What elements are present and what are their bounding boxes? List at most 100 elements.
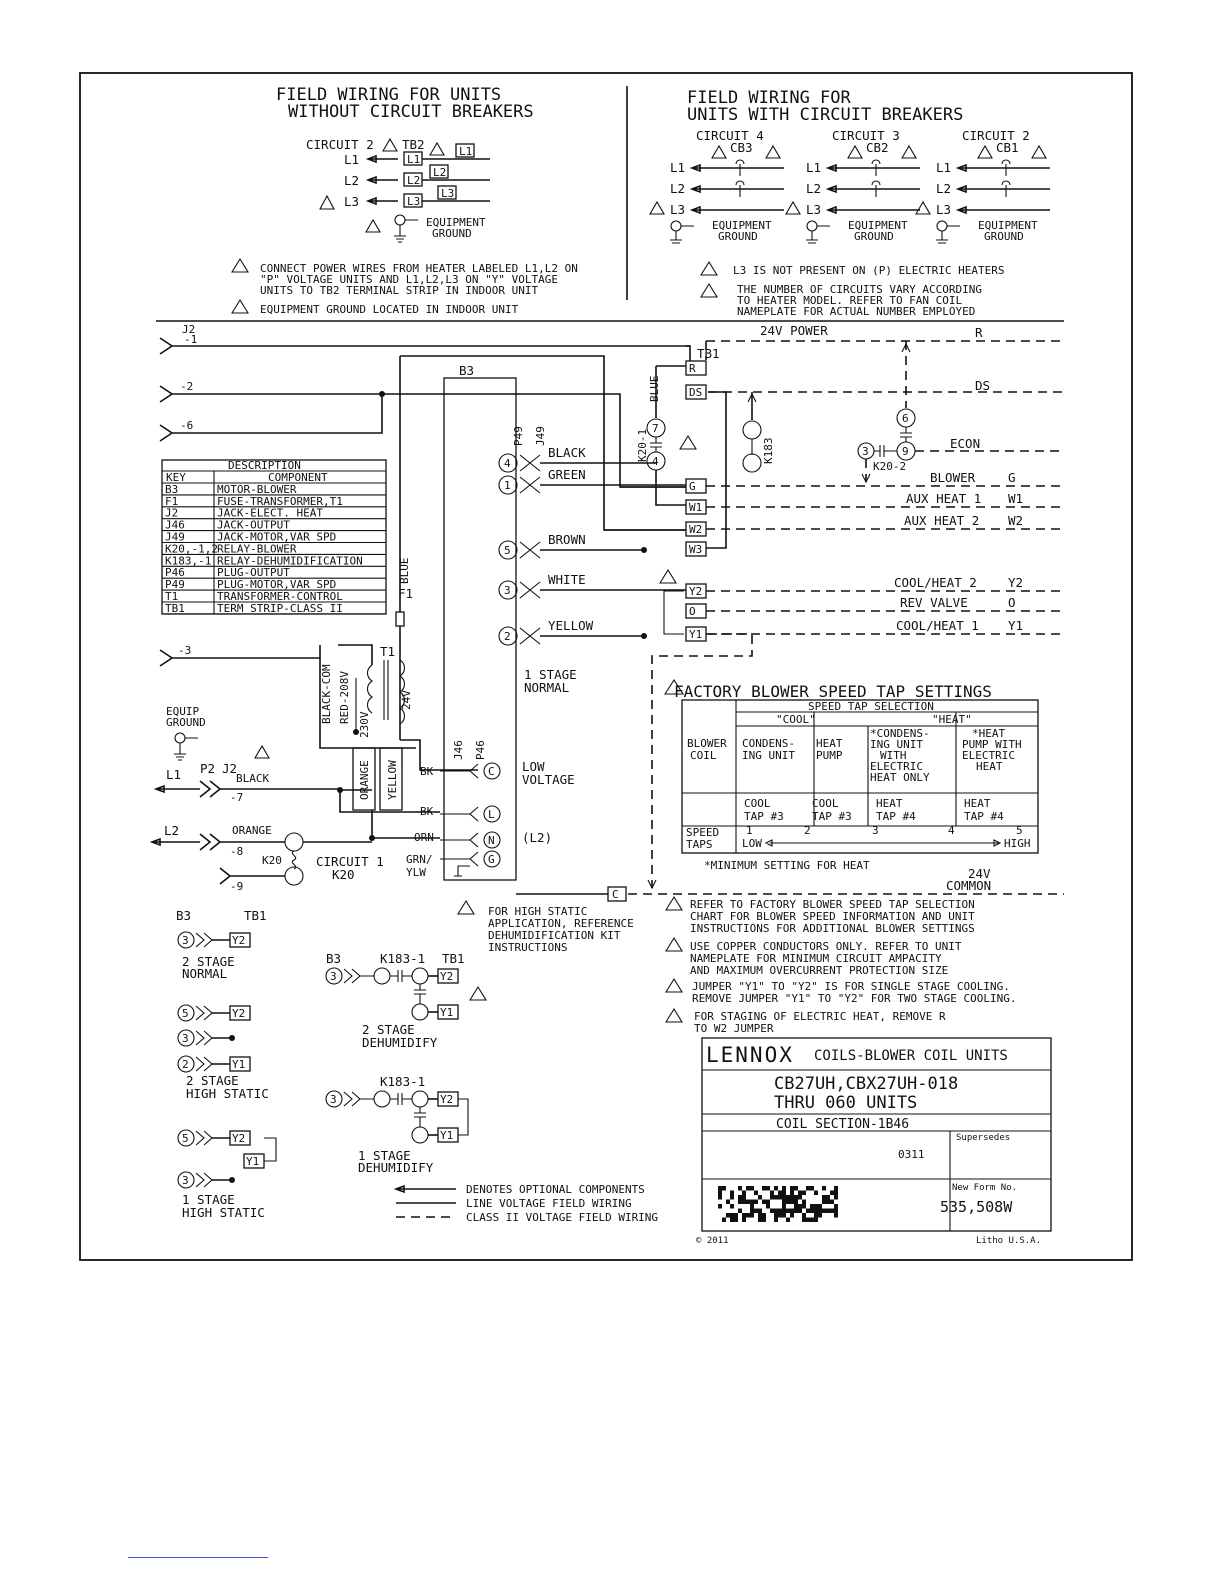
option-pin-circle	[177, 1055, 195, 1073]
tb1-terminal-label: W2	[689, 523, 702, 536]
title-subtitle: COILS-BLOWER COIL UNITS	[814, 1048, 1008, 1064]
note-7-icon	[700, 260, 718, 276]
tb1-terminal-label: O	[689, 605, 696, 618]
col4-3: ELECTRIC	[962, 749, 1015, 762]
plug-bk-1: BK	[420, 765, 434, 778]
speed-scale-value: 3	[872, 824, 879, 837]
p49-label: P49	[512, 426, 525, 446]
one-stage-dehum-2: DEHUMIDIFY	[358, 1160, 434, 1175]
stage-normal-1: 1 STAGE	[524, 667, 577, 682]
copyright: © 2011	[696, 1236, 729, 1246]
b3-pin-wire: GREEN	[548, 467, 586, 482]
fuse-f1	[395, 611, 405, 627]
yellow-wire-label: YELLOW	[386, 760, 399, 800]
note-8-icon	[700, 282, 718, 298]
legend-key: J2	[165, 507, 178, 520]
j2-pin-1: -1	[184, 333, 197, 346]
svg-text:Y1: Y1	[440, 1129, 453, 1142]
speed-taps-1: SPEED	[686, 826, 719, 839]
tb1-terminal	[685, 360, 707, 376]
option-terminal-label: Y2	[232, 934, 245, 947]
t1-230v: 230V	[358, 711, 371, 738]
note-2-marker	[977, 144, 993, 159]
b3-pin-number: 4	[504, 457, 511, 470]
legend-component: PLUG-OUTPUT	[217, 566, 290, 579]
option-pin-number: 5	[182, 1007, 189, 1020]
b3-pin-circle	[498, 453, 518, 473]
note-3-marker	[659, 568, 677, 584]
note8-line3: NAMEPLATE FOR ACTUAL NUMBER EMPLOYED	[737, 305, 975, 318]
field-terminal-label: Y1	[1008, 618, 1023, 633]
f1-label: F1	[398, 586, 413, 601]
breaker-circuit-name: CIRCUIT 2	[962, 128, 1030, 143]
note-2-marker	[254, 744, 270, 759]
option-pin-number: 3	[182, 934, 189, 947]
blower-coil-1: BLOWER	[687, 737, 727, 750]
power-24v: 24V POWER	[760, 323, 828, 338]
b3-block	[443, 377, 517, 881]
legend-key: J49	[165, 531, 185, 544]
option-pin-circle	[177, 1029, 195, 1047]
tap2-1: COOL	[812, 797, 839, 810]
new-form-value: 535,508W	[940, 1198, 1013, 1216]
diagram-border	[79, 72, 1133, 1261]
tb1-terminal-label: R	[689, 362, 696, 375]
tb1-terminal	[685, 384, 707, 400]
col2-2: PUMP	[816, 749, 843, 762]
legend-key: K20,-1,2	[165, 542, 218, 555]
b3-pin-wire: BROWN	[548, 532, 586, 547]
stage-normal-2: NORMAL	[524, 680, 569, 695]
two-stage-hs-2: HIGH STATIC	[186, 1086, 269, 1101]
dehum-terminal	[437, 968, 459, 984]
speed-scale-value: 5	[1016, 824, 1023, 837]
one-stage-hs-2: HIGH STATIC	[182, 1205, 265, 1220]
j2-pin-8: -8	[230, 845, 243, 858]
speed-tap-cool: "COOL"	[776, 713, 816, 726]
black-label: BLACK	[236, 772, 269, 785]
option-pin-number: 3	[182, 1032, 189, 1045]
l1-main: L1	[166, 767, 181, 782]
option-terminal	[229, 932, 251, 948]
legend-line-voltage: LINE VOLTAGE FIELD WIRING	[466, 1197, 632, 1210]
tb2-l3-text: L3	[407, 195, 420, 208]
tap4-2: TAP #4	[964, 810, 1004, 823]
note9-4: INSTRUCTIONS	[488, 941, 567, 954]
col2-1: HEAT	[816, 737, 843, 750]
breaker-ground: GROUND	[854, 230, 894, 243]
one-stage-dehum-1: 1 STAGE	[358, 1148, 411, 1163]
legend-component: TERM STRIP-CLASS II	[217, 602, 343, 615]
note-1-marker	[663, 678, 685, 695]
j2-label-2: J2	[222, 761, 237, 776]
j49-label: J49	[534, 426, 547, 446]
note-8-marker	[1031, 144, 1047, 159]
b3-pin-circle	[498, 475, 518, 495]
k20-2-label: K20-2	[873, 460, 906, 473]
note2-1: USE COPPER CONDUCTORS ONLY. REFER TO UNI…	[690, 940, 962, 953]
speed-scale-value: 2	[804, 824, 811, 837]
field-terminal-label: Y2	[1008, 575, 1023, 590]
j2-pin-6: -6	[180, 419, 193, 432]
t1-red-208v: RED-208V	[338, 671, 351, 724]
note-4-icon	[665, 1007, 683, 1023]
svg-text:Y1: Y1	[246, 1155, 259, 1168]
tb2-terminal-l1b	[455, 143, 475, 158]
breaker-ground: GROUND	[718, 230, 758, 243]
legend-title: DESCRIPTION	[228, 459, 301, 472]
tap1-2: TAP #3	[744, 810, 784, 823]
breaker-line-label: L2	[936, 181, 951, 196]
option-pin-circle	[177, 1129, 195, 1147]
note2-3: AND MAXIMUM OVERCURRENT PROTECTION SIZE	[690, 964, 948, 977]
tb2-terminal-l3b	[437, 185, 457, 200]
breaker-circuits: CIRCUIT 4CB3L1L2L3EQUIPMENTGROUNDCIRCUIT…	[649, 128, 1050, 244]
speed-footnote: *MINIMUM SETTING FOR HEAT	[704, 859, 870, 872]
two-stage-hs-1: 2 STAGE	[186, 1073, 239, 1088]
option-pin-number: 3	[182, 1174, 189, 1187]
blue-label-2: BLUE	[648, 376, 661, 403]
note-6-marker	[429, 141, 445, 156]
field-econ: ECON	[950, 436, 980, 451]
note2-2: NAMEPLATE FOR MINIMUM CIRCUIT AMPACITY	[690, 952, 942, 965]
breaker-circuit-name: CIRCUIT 3	[832, 128, 900, 143]
legend-optional: DENOTES OPTIONAL COMPONENTS	[466, 1183, 645, 1196]
plug-pin-circle	[483, 831, 501, 849]
